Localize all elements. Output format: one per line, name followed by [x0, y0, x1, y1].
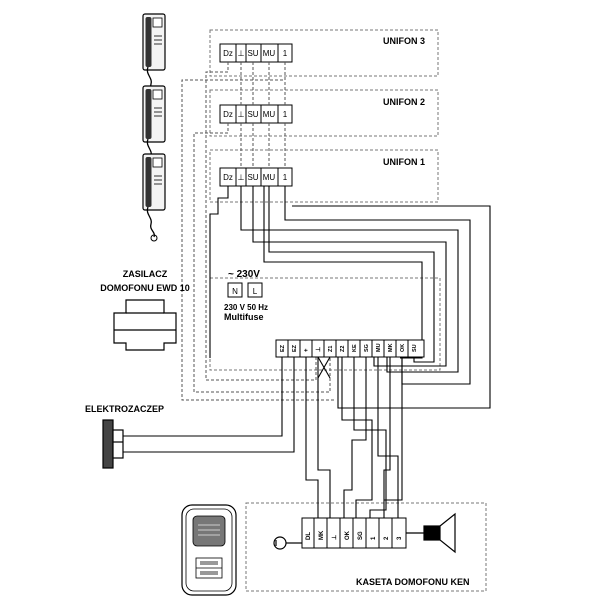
terminal-label: MU — [376, 343, 382, 352]
unifon-2-label: UNIFON 2 — [383, 97, 425, 107]
terminal-label: Dz — [223, 49, 233, 58]
terminal-label: 1 — [371, 536, 377, 540]
lock-wires — [123, 357, 295, 453]
terminal-label: 1 — [283, 173, 288, 182]
terminal-label: ⊥ — [331, 535, 338, 540]
terminal-label: EZ — [280, 344, 286, 352]
lock-icon — [102, 419, 124, 469]
panel-label: KASETA DOMOFONU KEN — [356, 577, 470, 587]
psu-fuse: Multifuse — [224, 312, 264, 322]
terminal-label: MK — [319, 530, 325, 540]
terminal-label: SG — [364, 344, 370, 352]
psu-title-line2: DOMOFONU EWD 10 — [100, 283, 190, 293]
terminal-label: MU — [263, 110, 276, 119]
terminal-label: MK — [388, 343, 394, 352]
terminal-label: 1 — [283, 110, 288, 119]
terminal-label: OK — [400, 344, 406, 352]
terminal-label: Z1 — [328, 346, 334, 352]
unifon-to-psu-wires — [209, 186, 471, 385]
terminal-label: 3 — [397, 536, 403, 540]
terminal-label: ⊥ — [315, 347, 322, 352]
lock-label: ELEKTROZACZEP — [85, 404, 164, 414]
unifon-2-terminals: Dz ⊥ SU MU 1 — [219, 104, 293, 124]
door-panel-icon — [181, 504, 237, 596]
terminal-label: SU — [247, 49, 258, 58]
psu-to-panel-wires — [305, 356, 403, 520]
terminal-label: ⊥ — [238, 110, 245, 119]
microphone-icon — [273, 536, 302, 550]
terminal-label: SG — [358, 531, 364, 540]
unifon-1-terminals: Dz ⊥ SU MU 1 — [219, 167, 293, 187]
panel-enclosure — [245, 502, 487, 592]
panel-terminal-block: DL MK ⊥ OK SG 1 2 3 — [301, 517, 407, 549]
terminal-label: Z2 — [340, 346, 346, 352]
terminal-label: 2 — [384, 536, 390, 540]
terminal-label: L — [253, 287, 258, 296]
psu-device-icon — [113, 299, 177, 351]
terminal-label: Dz — [223, 173, 233, 182]
terminal-label: ⊥ — [238, 173, 245, 182]
terminal-label: DL — [306, 532, 312, 540]
terminal-label: N — [232, 287, 238, 296]
unifon-2-enclosure — [209, 89, 439, 137]
terminal-label: MU — [263, 173, 276, 182]
terminal-label: EZ — [292, 344, 298, 352]
speaker-icon — [406, 512, 456, 554]
terminal-label: SU — [247, 110, 258, 119]
handset-icon-3 — [142, 153, 166, 242]
unifon-3-terminals: Dz ⊥ SU MU 1 — [219, 43, 293, 63]
mains-terminals: N L — [227, 282, 263, 298]
terminal-label: + — [304, 348, 310, 352]
psu-terminal-strip: EZ EZ + ⊥ Z1 Z2 KE SG MU MK OK SU — [275, 339, 425, 358]
terminal-label: KE — [352, 344, 358, 352]
terminal-label: ⊥ — [238, 49, 245, 58]
terminal-label: MU — [263, 49, 276, 58]
unifon-bus-lines — [181, 62, 334, 401]
terminal-label: SU — [247, 173, 258, 182]
terminal-label: 1 — [283, 49, 288, 58]
unifon-3-enclosure — [209, 29, 439, 77]
unifon-3-label: UNIFON 3 — [383, 36, 425, 46]
mains-voltage: ~ 230V — [228, 269, 260, 280]
terminal-label: Dz — [223, 110, 233, 119]
psu-title-line1: ZASILACZ — [123, 269, 168, 279]
terminal-label: OK — [345, 530, 351, 540]
unifon-1-label: UNIFON 1 — [383, 157, 425, 167]
terminal-label: SU — [412, 344, 418, 352]
outer-return-wire — [292, 205, 491, 409]
psu-spec: 230 V 50 Hz — [224, 303, 268, 312]
